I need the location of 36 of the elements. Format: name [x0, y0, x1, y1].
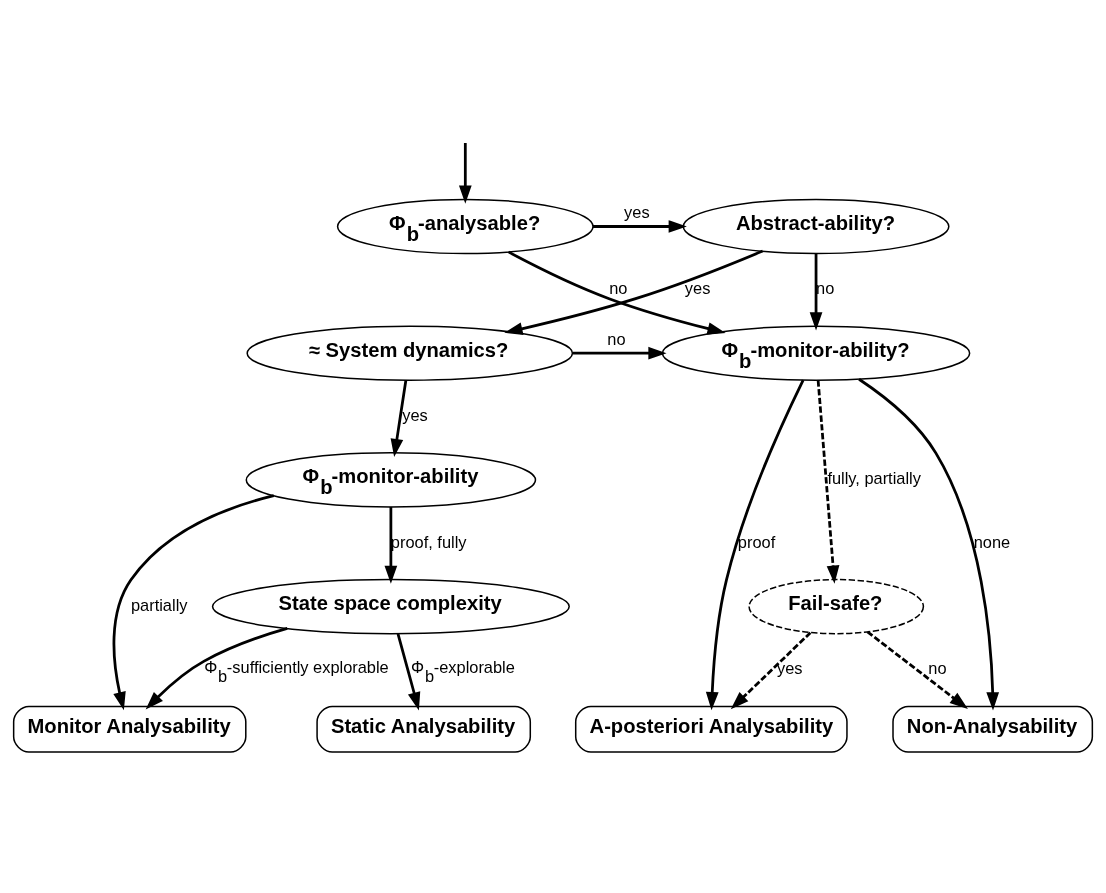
edge-label: yes: [402, 405, 428, 424]
arrow: [458, 142, 472, 204]
arrow: [858, 377, 1000, 710]
edge-label: yes: [684, 278, 711, 297]
edge-label: proof, fully: [390, 532, 467, 551]
node-ellipse: Fail-safe?: [748, 578, 925, 634]
node-box: Static Analysability: [316, 705, 532, 753]
arrow: [112, 493, 275, 710]
arrow: [507, 250, 726, 335]
edge-label: no: [928, 658, 947, 677]
arrow: [866, 630, 968, 709]
arrow: [384, 506, 398, 584]
node-box: Non-Analysability: [892, 705, 1094, 753]
arrow: [504, 249, 764, 335]
edge-label: yes: [624, 202, 650, 221]
arrow: [396, 633, 421, 710]
edge-label: proof: [737, 532, 776, 551]
arrow: [145, 626, 288, 709]
arrow: [390, 379, 408, 457]
node-box: A-posteriori Analysability: [574, 705, 848, 753]
edge-label: no: [609, 278, 628, 297]
edge-label: yes: [776, 658, 803, 677]
arrow: [809, 253, 823, 330]
arrow: [572, 346, 667, 360]
edge-label: fully, partially: [827, 468, 921, 487]
edge-label: none: [973, 532, 1011, 551]
node-ellipse: State space complexity: [211, 578, 570, 634]
node-ellipse: Abstract-ability?: [682, 198, 950, 254]
arrow: [705, 378, 805, 710]
edge-label: partially: [130, 595, 188, 614]
edge-label: no: [816, 278, 835, 297]
arrow: [592, 219, 687, 233]
edge-label: no: [607, 329, 626, 348]
arrow: [816, 379, 840, 584]
arrow: [730, 631, 812, 709]
node-box: Monitor Analysability: [12, 705, 247, 753]
